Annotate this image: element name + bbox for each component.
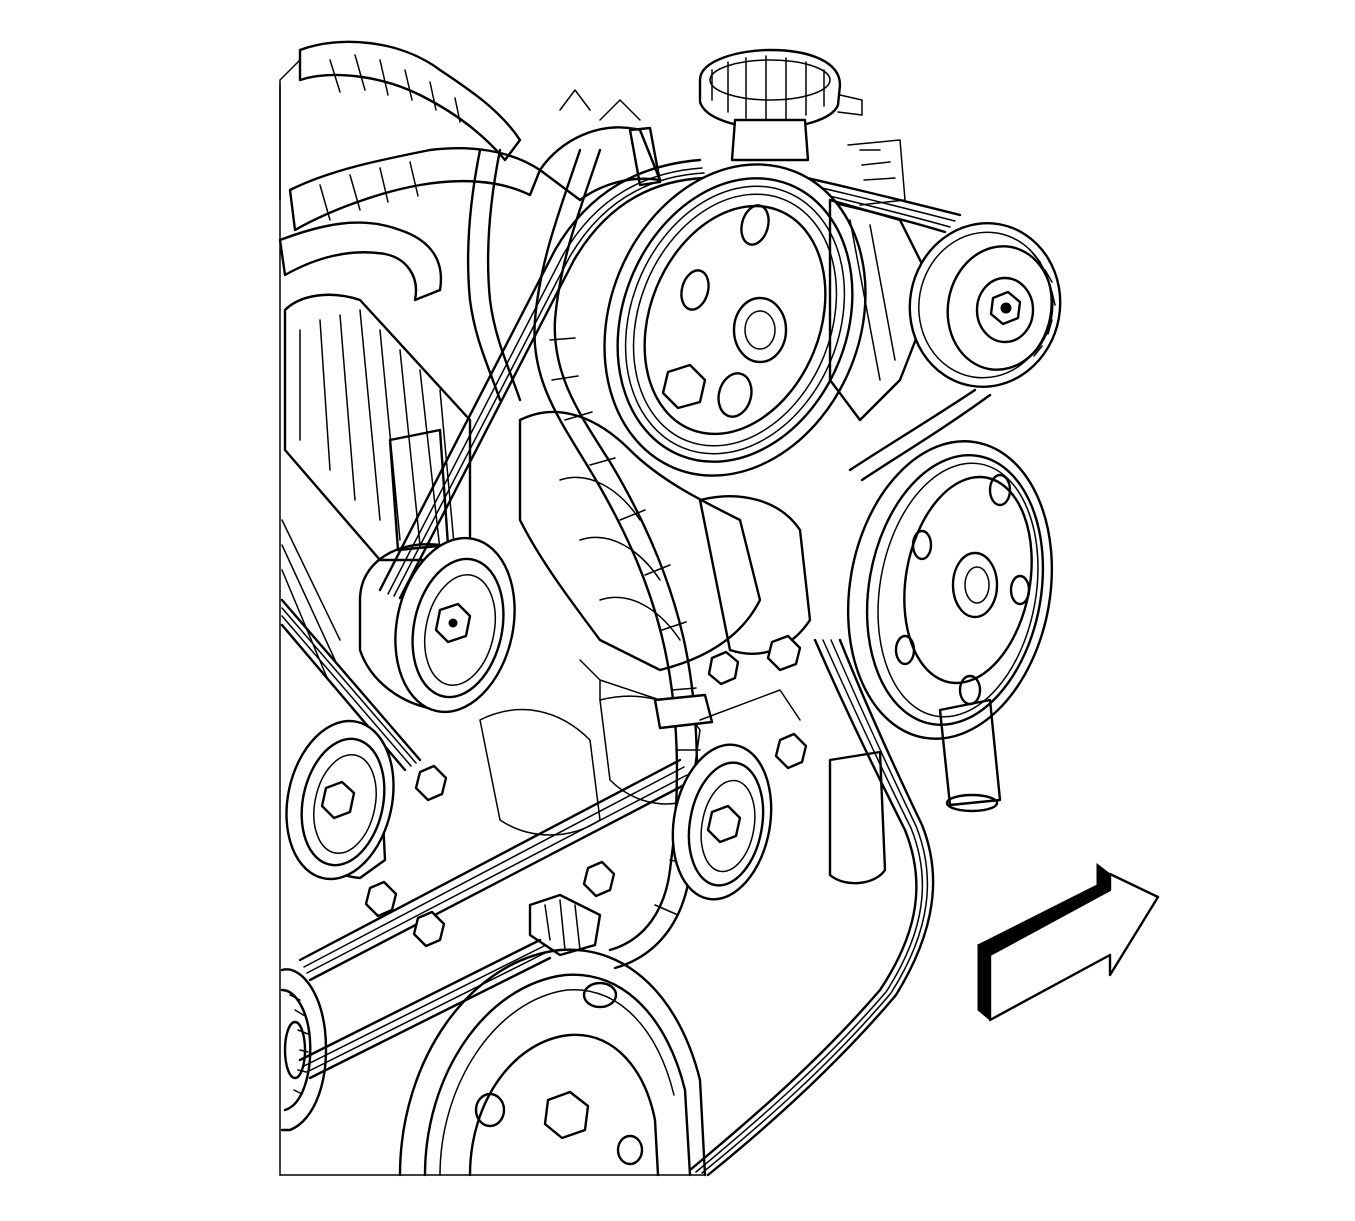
direction-arrow-icon bbox=[977, 862, 1160, 1022]
upper-hose-assembly bbox=[278, 40, 906, 302]
crankshaft-balancer bbox=[398, 948, 707, 1177]
illustration-crop-edges bbox=[279, 84, 706, 1176]
upper-idler-pulley bbox=[358, 536, 516, 714]
lower-idler-pulley bbox=[285, 719, 395, 881]
water-pump-pulley bbox=[828, 440, 1054, 885]
belt-tensioner-pulley bbox=[828, 198, 1062, 422]
power-steering-pulley bbox=[603, 163, 867, 477]
power-steering-reservoir bbox=[698, 48, 863, 162]
ac-compressor-pulley bbox=[280, 968, 328, 1132]
wiring-harness bbox=[466, 148, 714, 970]
center-engine-block bbox=[479, 410, 812, 836]
alternator-pulley bbox=[671, 743, 773, 901]
electrical-connector bbox=[528, 893, 602, 957]
mounting-bolts bbox=[364, 634, 808, 948]
